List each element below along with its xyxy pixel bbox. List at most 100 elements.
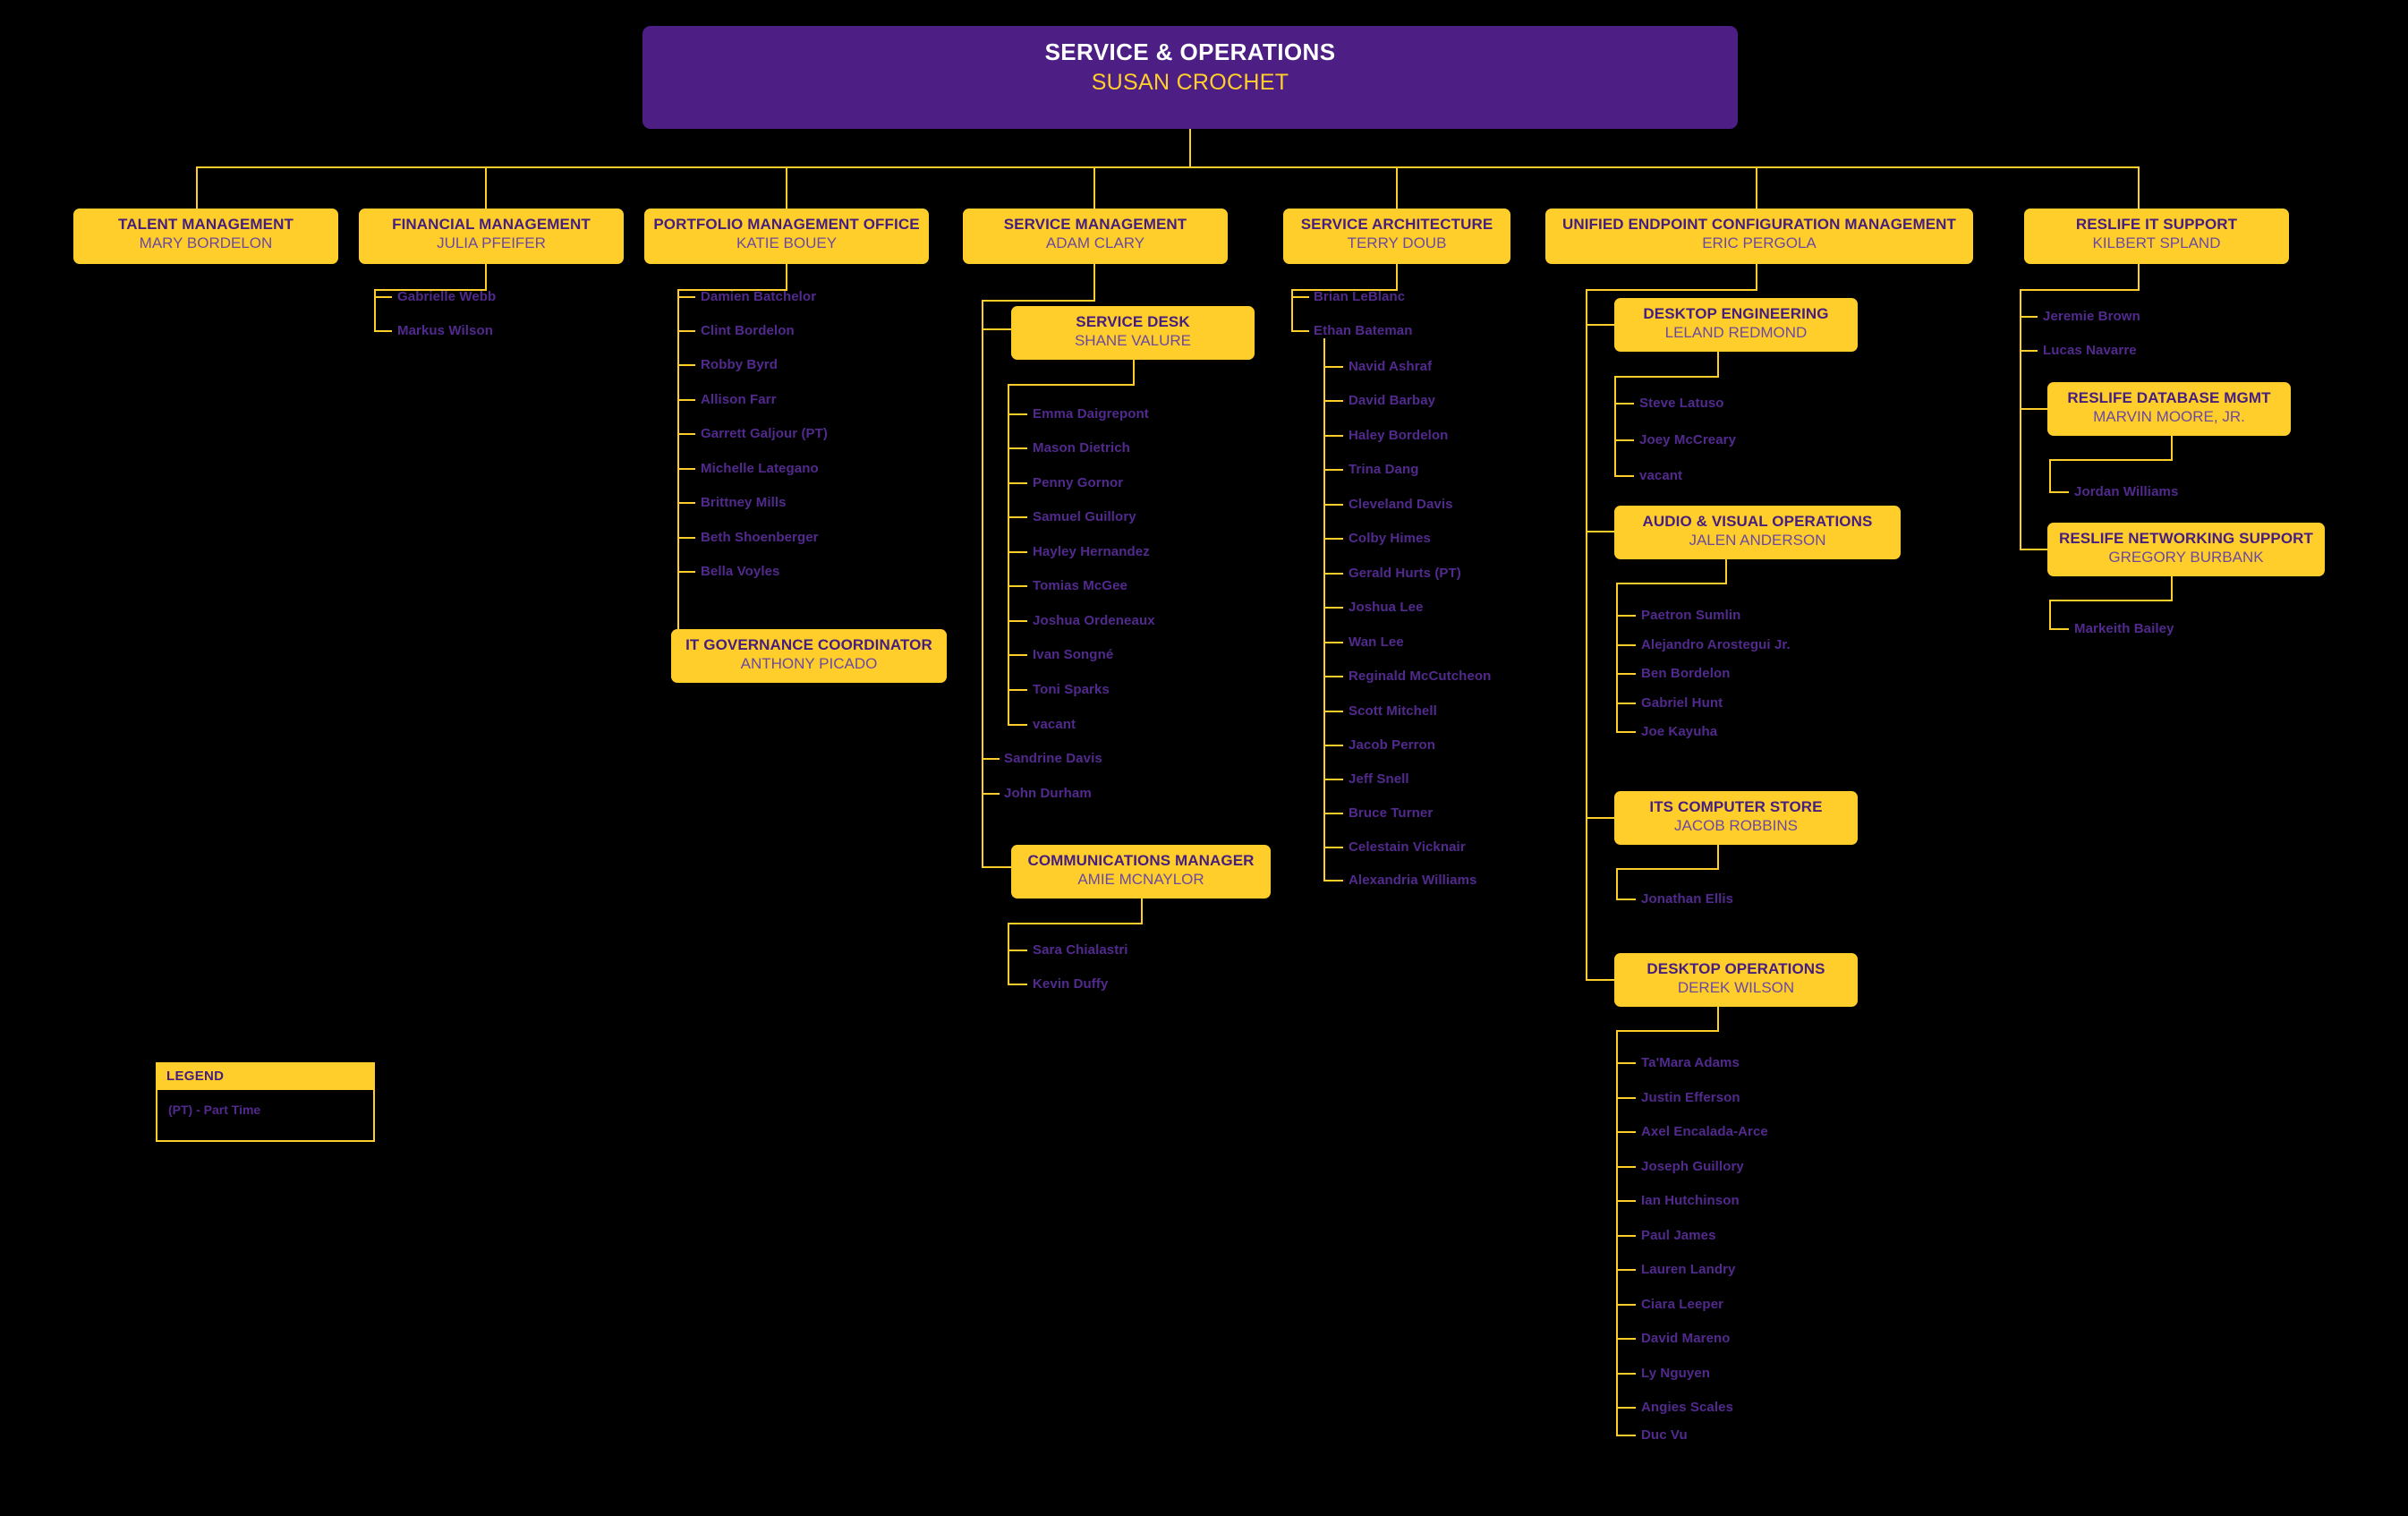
staff-name: Sara Chialastri	[1033, 942, 1128, 958]
connector-drop-portfolio	[786, 166, 787, 209]
staff-name: Colby Himes	[1349, 531, 1431, 546]
connector-bateman-tick-12	[1323, 779, 1343, 780]
staff-name: Hayley Hernandez	[1033, 544, 1150, 559]
connector-deskops-tick-10	[1616, 1407, 1636, 1409]
connector-reslife-tick-1	[2020, 350, 2038, 352]
connector-servicedesk-elbow	[1008, 384, 1135, 386]
connector-deskeng-tick-2	[1614, 475, 1634, 477]
staff-name: Trina Dang	[1349, 462, 1419, 477]
node-person: ANTHONY PICADO	[740, 655, 878, 673]
node-service-architecture[interactable]: SERVICE ARCHITECTURE TERRY DOUB	[1283, 209, 1510, 264]
connector-netsupport-spine	[2049, 600, 2051, 628]
connector-av-tick-1	[1616, 644, 1636, 646]
staff-name: Michelle Lategano	[701, 461, 819, 476]
connector-deskops-tick-8	[1616, 1338, 1636, 1340]
connector-comms-spine	[1008, 923, 1009, 984]
staff-name: Alexandria Williams	[1349, 873, 1477, 888]
node-its-computer-store[interactable]: ITS COMPUTER STORE JACOB ROBBINS	[1614, 791, 1858, 845]
connector-financial-spine	[374, 289, 376, 331]
connector-portfolio-tick-8	[677, 571, 695, 573]
connector-svcmgmt-to-servicedesk	[982, 328, 1015, 330]
connector-comms-tick-1	[1008, 984, 1027, 985]
connector-sd-tick-3	[1008, 516, 1027, 518]
staff-name: Ethan Bateman	[1314, 323, 1413, 338]
connector-svcarch-stem	[1396, 264, 1398, 289]
staff-name: Paul James	[1641, 1228, 1716, 1243]
connector-portfolio-tick-6	[677, 502, 695, 504]
connector-deskops-stem	[1717, 1007, 1719, 1030]
node-portfolio-management-office[interactable]: PORTFOLIO MANAGEMENT OFFICE KATIE BOUEY	[644, 209, 929, 264]
connector-uecm-to-av	[1586, 531, 1618, 532]
node-title: AUDIO & VISUAL OPERATIONS	[1642, 513, 1873, 530]
node-communications-manager[interactable]: COMMUNICATIONS MANAGER AMIE MCNAYLOR	[1011, 845, 1271, 899]
node-talent-management[interactable]: TALENT MANAGEMENT MARY BORDELON	[73, 209, 338, 264]
connector-store-stem	[1717, 845, 1719, 868]
connector-deskops-tick-1	[1616, 1097, 1636, 1099]
staff-name: Toni Sparks	[1033, 682, 1110, 697]
node-service-operations[interactable]: SERVICE & OPERATIONS SUSAN CROCHET	[642, 26, 1738, 129]
connector-uecm-to-computerstore	[1586, 817, 1618, 819]
connector-deskeng-spine	[1614, 376, 1616, 475]
connector-financial-tick-1	[374, 330, 392, 332]
staff-name: Ta'Mara Adams	[1641, 1055, 1740, 1070]
staff-name: Gabriel Hunt	[1641, 695, 1723, 711]
node-title: RESLIFE DATABASE MGMT	[2067, 389, 2271, 406]
connector-av-tick-3	[1616, 703, 1636, 704]
connector-bateman-tick-2	[1323, 435, 1343, 437]
staff-name: Paetron Sumlin	[1641, 608, 1741, 623]
staff-name: Brittney Mills	[701, 495, 787, 510]
node-person: MARVIN MOORE, JR.	[2093, 408, 2245, 426]
node-financial-management[interactable]: FINANCIAL MANAGEMENT JULIA PFEIFER	[359, 209, 624, 264]
node-title: ITS COMPUTER STORE	[1649, 798, 1823, 815]
connector-bateman-tick-7	[1323, 607, 1343, 609]
connector-deskops-tick-11	[1616, 1435, 1636, 1436]
staff-name: Jonathan Ellis	[1641, 891, 1734, 907]
connector-financial-elbow	[374, 289, 487, 291]
connector-dbmgmt-stem	[2171, 436, 2173, 459]
legend-header: LEGEND	[156, 1062, 375, 1090]
staff-name: Damien Batchelor	[701, 289, 817, 304]
connector-dbmgmt-elbow	[2049, 459, 2173, 461]
node-service-management[interactable]: SERVICE MANAGEMENT ADAM CLARY	[963, 209, 1228, 264]
node-reslife-it-support[interactable]: RESLIFE IT SUPPORT KILBERT SPLAND	[2024, 209, 2289, 264]
node-title: TALENT MANAGEMENT	[118, 216, 294, 233]
staff-name: Gerald Hurts (PT)	[1349, 566, 1461, 581]
node-audio-visual-operations[interactable]: AUDIO & VISUAL OPERATIONS JALEN ANDERSON	[1614, 506, 1901, 559]
staff-name: Lauren Landry	[1641, 1262, 1736, 1277]
node-title: RESLIFE IT SUPPORT	[2075, 216, 2238, 233]
connector-deskeng-tick-0	[1614, 403, 1634, 405]
connector-av-elbow	[1616, 583, 1727, 584]
staff-name: Alejandro Arostegui Jr.	[1641, 637, 1791, 652]
connector-bateman-tick-15	[1323, 880, 1343, 881]
connector-svcmgmt-tick-1	[982, 793, 1000, 795]
staff-name: Samuel Guillory	[1033, 509, 1136, 524]
staff-name: Allison Farr	[701, 392, 777, 407]
connector-deskops-spine	[1616, 1030, 1618, 1435]
staff-name: vacant	[1639, 468, 1683, 483]
node-it-governance-coordinator[interactable]: IT GOVERNANCE COORDINATOR ANTHONY PICADO	[671, 629, 947, 683]
staff-name: Celestain Vicknair	[1349, 839, 1466, 855]
staff-name: Navid Ashraf	[1349, 359, 1433, 374]
node-title: SERVICE & OPERATIONS	[1044, 38, 1336, 65]
connector-deskops-elbow	[1616, 1030, 1719, 1032]
staff-name: Sandrine Davis	[1004, 751, 1102, 766]
node-title: SERVICE DESK	[1076, 313, 1190, 330]
node-reslife-database-mgmt[interactable]: RESLIFE DATABASE MGMT MARVIN MOORE, JR.	[2047, 382, 2291, 436]
staff-name: Robby Byrd	[701, 357, 779, 372]
node-person: JALEN ANDERSON	[1689, 532, 1826, 549]
staff-name: Mason Dietrich	[1033, 440, 1130, 456]
node-unified-endpoint-configuration-management[interactable]: UNIFIED ENDPOINT CONFIGURATION MANAGEMEN…	[1545, 209, 1973, 264]
connector-reslife-to-dbmgmt	[2020, 408, 2050, 410]
connector-svcmgmt-spine	[982, 300, 983, 866]
node-desktop-operations[interactable]: DESKTOP OPERATIONS DEREK WILSON	[1614, 953, 1858, 1007]
staff-name: John Durham	[1004, 786, 1092, 801]
node-title: SERVICE MANAGEMENT	[1003, 216, 1187, 233]
connector-servicedesk-spine	[1008, 384, 1009, 726]
connector-deskops-tick-7	[1616, 1304, 1636, 1306]
node-service-desk[interactable]: SERVICE DESK SHANE VALURE	[1011, 306, 1255, 360]
staff-name: Jacob Perron	[1349, 737, 1436, 753]
node-desktop-engineering[interactable]: DESKTOP ENGINEERING LELAND REDMOND	[1614, 298, 1858, 352]
node-reslife-networking-support[interactable]: RESLIFE NETWORKING SUPPORT GREGORY BURBA…	[2047, 523, 2325, 576]
connector-dbmgmt-spine	[2049, 459, 2051, 491]
connector-portfolio-tick-2	[677, 364, 695, 366]
